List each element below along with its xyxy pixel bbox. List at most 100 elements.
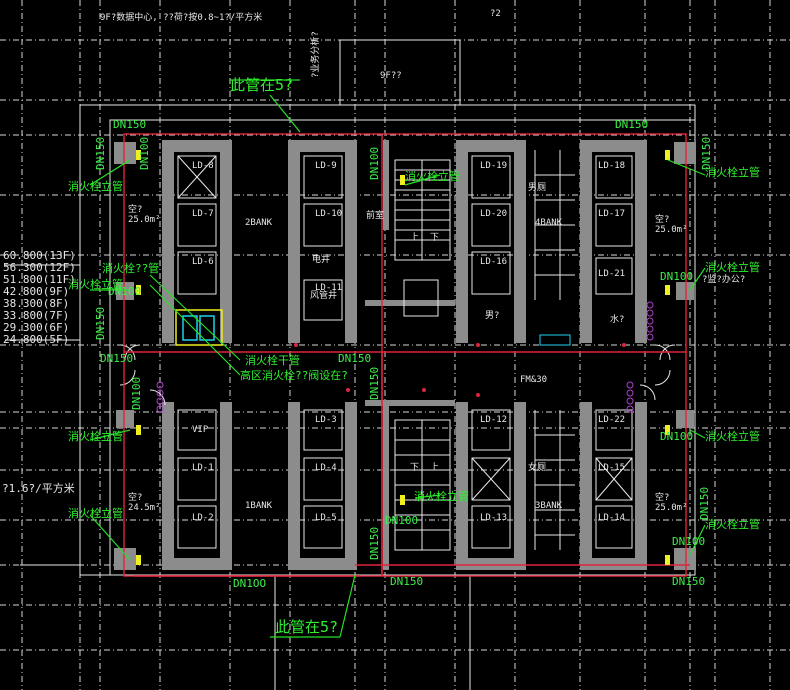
- hydrant-riser-left-4: 消火栓立管: [68, 506, 123, 520]
- stair-up-2: 上: [430, 462, 439, 473]
- hydrant-riser-left-3: 消火栓立管: [68, 429, 123, 443]
- hydrant-riser-right-3: 消火栓立管: [705, 429, 760, 443]
- main-riser-note: 消火栓干管: [245, 353, 300, 367]
- dn150-right-lower: DN150: [698, 487, 711, 520]
- fire-pipes: [123, 133, 690, 577]
- lift-tag-7: LD-19: [480, 161, 507, 171]
- stair-left-lower: [394, 419, 451, 551]
- room-c: 空?: [655, 213, 669, 225]
- elev-6f: 29.300(6F): [3, 321, 69, 334]
- hydrant-cabinet: [175, 309, 571, 346]
- lift-tag-14: LD-2: [192, 513, 214, 523]
- lift-tag-12: LD-16: [480, 257, 507, 267]
- hydrant-riser-left-1: 消火栓立管: [68, 179, 123, 193]
- lift-tag-3: LD-6: [192, 257, 214, 267]
- side-note: ?业务分析?: [309, 31, 321, 78]
- female-wc-label: 女厕: [528, 461, 546, 473]
- lift-tag-6: LD-11: [315, 283, 342, 293]
- building-outline: [20, 39, 696, 690]
- lift-tag-15: LD-3: [315, 415, 337, 425]
- dn150-left-upper: DN150: [94, 137, 107, 170]
- room-fireman: FM&30: [520, 375, 547, 385]
- pipe-note-top: 此管在5?: [230, 76, 293, 94]
- lift-tag-19: LD-13: [480, 513, 507, 523]
- male-label: 男?: [485, 310, 499, 321]
- lift-tag-8: LD-20: [480, 209, 507, 219]
- lift-tag-4: LD-9: [315, 161, 337, 171]
- room-a: 空?: [128, 203, 142, 215]
- lift-tag-2: LD-7: [192, 209, 214, 219]
- right-note: 9F??: [380, 71, 402, 81]
- lift-tag-5: LD-10: [315, 209, 342, 219]
- dn150-center-lower: DN150: [368, 367, 381, 400]
- hydrant-riser-right-2: 消火栓立管: [705, 260, 760, 274]
- lift-tag-10: LD-18: [598, 161, 625, 171]
- lift-tag-22: LD-22: [598, 415, 625, 425]
- right-mid-note: ?监?办公?: [702, 273, 745, 285]
- dn150-top-right: DN150: [615, 118, 648, 131]
- floor-load-note: ?1.6?/平方米: [2, 481, 75, 495]
- shaft-label: 风管井: [310, 289, 337, 301]
- structural-walls: [114, 140, 696, 570]
- lift-tag-16: LD-4: [315, 463, 337, 473]
- elev-11f: 51.800(11F): [3, 273, 76, 286]
- window-marks: [156, 301, 654, 413]
- zone-main-note: 高区消火栓??阀设在?: [240, 368, 348, 382]
- annotation-leaders: [89, 79, 706, 638]
- dn150-center: DN150: [338, 352, 371, 365]
- male-wc-label: 男厕: [528, 182, 546, 193]
- lift-tag-17: LD-5: [315, 513, 337, 523]
- dn100-left-upper: DN100: [138, 137, 151, 170]
- hydrant-riser-left-2: 消火栓立管: [68, 277, 123, 291]
- hydrant-riser-right-4: 消火栓立管: [705, 517, 760, 531]
- area-c: 25.0m²: [655, 225, 688, 235]
- dn100-left-lower: DN100: [130, 377, 143, 410]
- dn150-left-mid: DN150: [94, 307, 107, 340]
- dn150-right-upper: DN150: [700, 137, 713, 170]
- room-4bank: 4BANK: [535, 218, 563, 228]
- room-vip: VIP: [192, 425, 209, 435]
- top-note: 9F?数据中心, ??荷?按0.8~1?/平方米: [100, 11, 262, 23]
- dn100-center-lower: DN100: [385, 514, 418, 527]
- hydrant-riser-center-1: 消火栓立管: [405, 169, 460, 183]
- water-label: 水?: [610, 313, 624, 325]
- room-b: 空?: [128, 491, 142, 503]
- elev-5f: 24.800(5F): [3, 333, 69, 346]
- elev-8f: 38.300(8F): [3, 297, 69, 310]
- dn100-right-lower: DN100: [660, 430, 693, 443]
- area-d: 25.0m²: [655, 503, 688, 513]
- elec-label: 电井: [312, 253, 330, 265]
- room-d: 空?: [655, 491, 669, 503]
- elevator-cars: [177, 155, 633, 549]
- elev-12f: 56.300(12F): [3, 261, 76, 274]
- hydrant-riser-right-1: 消火栓立管: [705, 165, 760, 179]
- hydrant-markers: [136, 150, 670, 565]
- dn150-top-left: DN150: [113, 118, 146, 131]
- lift-tag-18: LD-12: [480, 415, 507, 425]
- door-swings: [119, 344, 676, 406]
- lift-tag-9: LD-21: [598, 269, 625, 279]
- pipe-note-bottom: 此管在5?: [275, 618, 338, 636]
- lift-tag-20: LD-14: [598, 513, 625, 523]
- dn100-bottom-left: DN1OO: [233, 577, 266, 590]
- toilet-partitions: [534, 150, 575, 550]
- dn150-center-bottom: DN150: [368, 527, 381, 560]
- room-3bank: 3BANK: [535, 501, 563, 511]
- room-2bank: 2BANK: [245, 218, 273, 228]
- hydrant-riser-center-2: 消火栓立管: [414, 489, 469, 503]
- dry-riser-note: 消火栓??管: [102, 261, 159, 275]
- elev-7f: 33.800(7F): [3, 309, 69, 322]
- area-a: 25.0m²: [128, 215, 161, 225]
- dn150-bottom-center: DN150: [390, 575, 423, 588]
- lift-tag-21: LD-15: [598, 463, 625, 473]
- dn100-right-mid: DN100: [660, 270, 693, 283]
- stair-up-1: 上: [410, 232, 419, 243]
- elev-9f: 42.800(9F): [3, 285, 69, 298]
- dn100-right-bottom: DN100: [672, 535, 705, 548]
- elev-13f: 60.800(13F): [3, 249, 76, 262]
- dn150-left-center: DN150: [100, 352, 133, 365]
- lift-tag-13: LD-1: [192, 463, 214, 473]
- area-b: 24.5m²: [128, 503, 161, 513]
